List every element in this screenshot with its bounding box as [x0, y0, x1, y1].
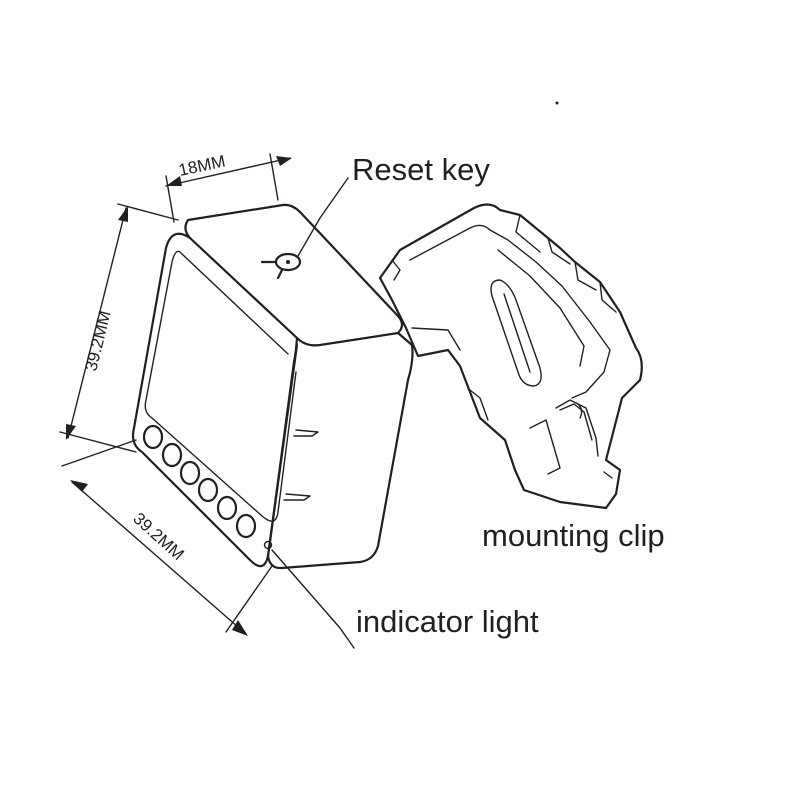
- indicator-light-leader: [271, 549, 355, 649]
- reset-key-label: Reset key: [352, 152, 490, 187]
- module-front-inner-top: [181, 253, 289, 355]
- module-side-edge: [266, 336, 299, 558]
- terminal-4: [197, 477, 219, 503]
- side-tab-lower: [283, 493, 311, 501]
- module-front-inner: [144, 250, 297, 522]
- dimension-height-label: 39.2MM: [81, 309, 114, 373]
- module-front-face: [131, 232, 270, 568]
- module-side-face: [266, 331, 414, 570]
- module-top-face: [184, 203, 404, 347]
- mounting-clip: [378, 203, 643, 510]
- terminal-6: [235, 513, 257, 539]
- dimension-depth: 18MM: [165, 152, 292, 223]
- dimension-width-label: 39.2MM: [129, 509, 187, 564]
- mounting-clip-label: mounting clip: [482, 518, 665, 553]
- dimension-height: 39.2MM: [59, 203, 179, 453]
- terminal-row: [142, 424, 257, 539]
- terminal-2: [161, 442, 183, 468]
- terminal-5: [216, 495, 238, 521]
- indicator-light-icon: [263, 540, 273, 550]
- terminal-3: [179, 460, 201, 486]
- dimension-width: 39.2MM: [61, 439, 273, 636]
- reset-key-leader: [297, 177, 349, 257]
- stray-dot: [555, 101, 559, 105]
- terminal-1: [142, 424, 164, 450]
- reset-key-icon: [260, 252, 302, 280]
- side-tab-upper: [293, 429, 319, 437]
- switch-module: [131, 203, 414, 570]
- dimension-depth-label: 18MM: [177, 152, 227, 180]
- indicator-light-label: indicator light: [356, 604, 539, 639]
